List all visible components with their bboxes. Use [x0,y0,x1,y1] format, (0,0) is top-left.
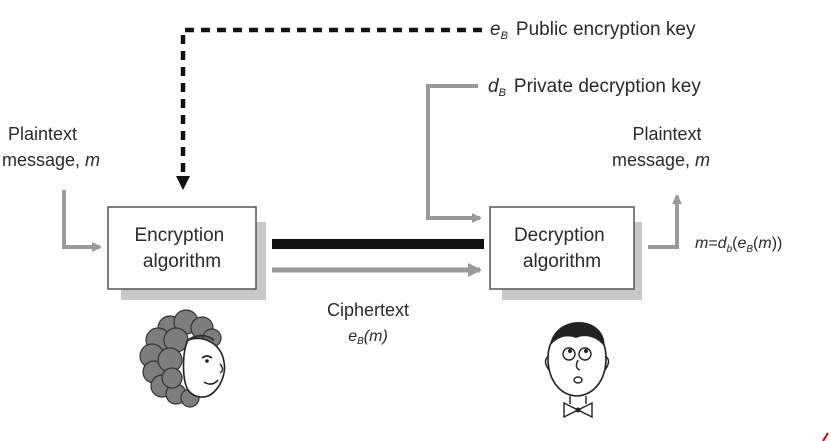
svg-text:Encryption algorithm: Encryption algorithm [134,225,229,272]
plaintext-output-arrow [648,194,682,249]
bob-face-icon [544,322,610,419]
plaintext-input-arrow [62,190,102,252]
encryption-algorithm-box: Encryption algorithm [107,206,266,300]
public-key-dashed-arrow [176,27,482,190]
ciphertext-expression: eB(m) [348,328,388,347]
alice-face-icon [139,309,226,408]
corner-mark [822,432,829,441]
plaintext-output-label-line2: message, m [612,150,710,170]
channel-thick-line [272,239,484,249]
decryption-algorithm-box: Decryption algorithm [489,206,642,300]
decryption-formula: m=db(eB(m)) [695,235,782,255]
ciphertext-label: Ciphertext [327,300,409,320]
svg-text:Decryption algorithm: Decryption algorithm [514,225,610,272]
private-key-arrow [426,84,482,223]
plaintext-output-label: Plaintext [632,124,701,144]
plaintext-input-label: Plaintext message, m [2,124,100,170]
